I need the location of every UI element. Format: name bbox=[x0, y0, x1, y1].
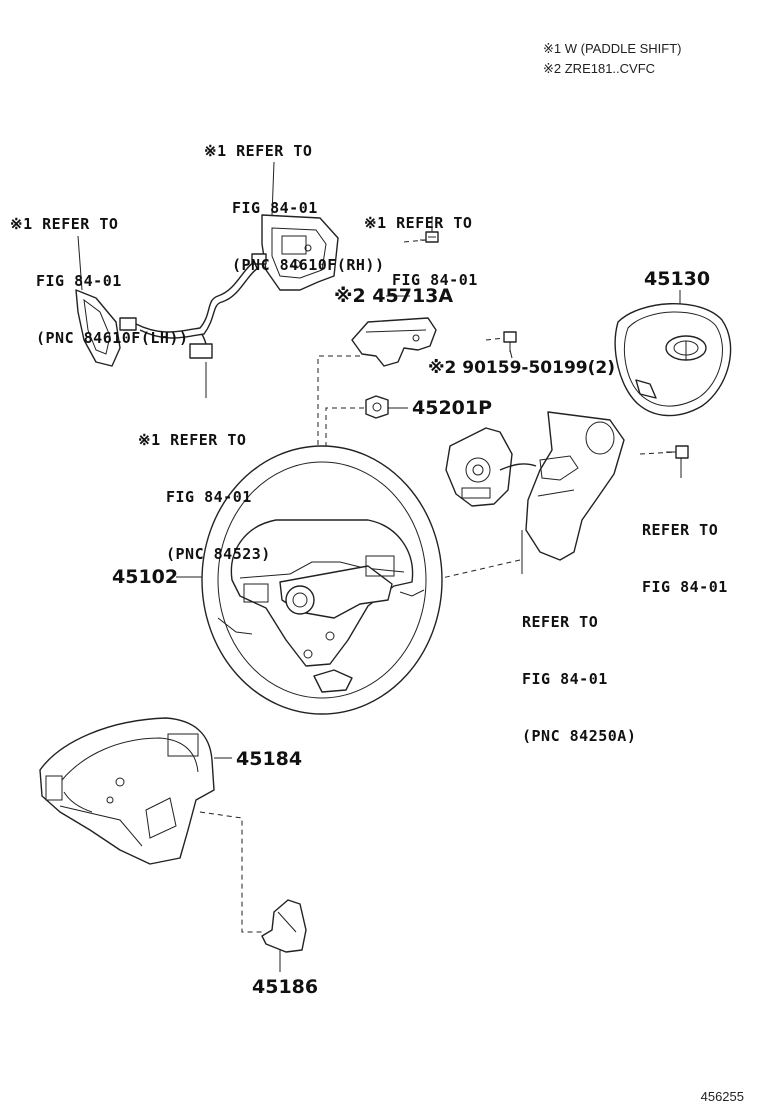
nut-45201P bbox=[365, 395, 389, 419]
paddle-shift-lh bbox=[75, 289, 137, 367]
lower-cover-45184 bbox=[39, 717, 215, 865]
callout-switch-assy: REFER TO FIG 84-01 (PNC 84250A) bbox=[522, 613, 637, 745]
callout-paddle-rh: ※1 REFER TO FIG 84-01 (PNC 84610F(RH)) bbox=[204, 142, 385, 274]
callout-paddle-lh: ※1 REFER TO FIG 84-01 (PNC 84610F(LH)) bbox=[10, 215, 189, 347]
note-paddle-shift: ※1 W (PADDLE SHIFT) bbox=[543, 41, 682, 56]
callout-screw-top: ※1 REFER TO FIG 84-01 bbox=[364, 214, 478, 289]
airbag-45130 bbox=[614, 303, 732, 417]
paddle-shift-rh bbox=[251, 214, 339, 291]
screw-top bbox=[420, 231, 439, 243]
part-number-45130: 45130 bbox=[644, 268, 711, 290]
steering-wheel-45102 bbox=[201, 445, 443, 715]
part-number-45186: 45186 bbox=[252, 976, 319, 998]
callout-wire-harness: ※1 REFER TO FIG 84-01 (PNC 84523) bbox=[138, 431, 271, 563]
part-number-45184: 45184 bbox=[236, 748, 303, 770]
screw-90159 bbox=[503, 331, 517, 352]
figure-id: 456255 bbox=[700, 1089, 744, 1104]
part-number-45713A: ※2 45713A bbox=[334, 285, 454, 307]
screw-right bbox=[666, 445, 689, 459]
wire-harness bbox=[135, 261, 259, 359]
part-number-45102: 45102 bbox=[112, 566, 179, 588]
part-number-45201P: 45201P bbox=[412, 397, 493, 419]
small-cover-45186 bbox=[261, 899, 307, 953]
part-45713A-cover bbox=[351, 317, 437, 367]
note-model-code: ※2 ZRE181..CVFC bbox=[543, 61, 656, 76]
steering-switch-assy bbox=[445, 411, 625, 561]
part-number-90159-50199: ※2 90159-50199(2) bbox=[428, 358, 615, 378]
callout-screw-right: REFER TO FIG 84-01 bbox=[642, 521, 728, 596]
